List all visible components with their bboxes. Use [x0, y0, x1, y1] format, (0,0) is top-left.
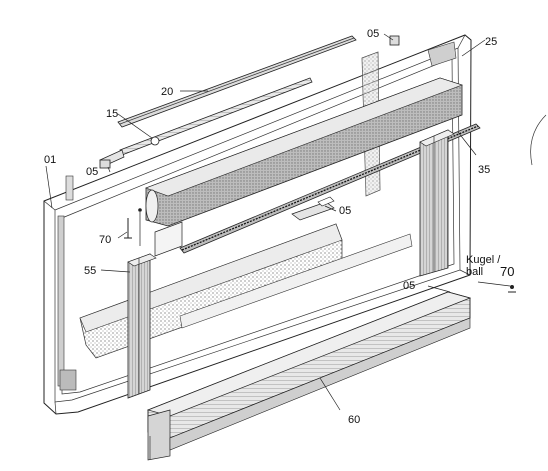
window-frame — [43, 34, 472, 415]
clip-top — [389, 35, 400, 46]
bottom-cassette — [146, 291, 472, 461]
leader-lines — [45, 33, 486, 411]
callout-05-right: 05 — [403, 280, 415, 292]
callout-70-left: 70 — [99, 234, 111, 246]
callout-35: 35 — [478, 164, 490, 176]
callout-kugel: Kugel / — [466, 254, 501, 266]
clip-mid — [291, 196, 335, 221]
callout-55: 55 — [84, 265, 96, 277]
callout-05-top: 05 — [367, 28, 379, 40]
spring-pin-left — [124, 208, 142, 246]
callout-05-mid: 05 — [339, 205, 351, 217]
left-side-guide — [127, 253, 157, 399]
callout-01: 01 — [44, 154, 56, 166]
top-rail — [117, 35, 357, 128]
callout-20: 20 — [161, 86, 173, 98]
callout-15: 15 — [106, 108, 118, 120]
blind-cassette — [145, 77, 463, 257]
callout-70-right: 70 — [500, 264, 514, 279]
ball-spring-right — [477, 281, 516, 293]
clip-left — [99, 159, 111, 169]
curved-edge-mark — [530, 114, 547, 166]
callout-25: 25 — [485, 36, 497, 48]
callout-ball: ball — [466, 266, 483, 278]
callout-05-left: 05 — [86, 166, 98, 178]
callout-60: 60 — [348, 414, 360, 426]
right-side-guide — [419, 129, 455, 277]
